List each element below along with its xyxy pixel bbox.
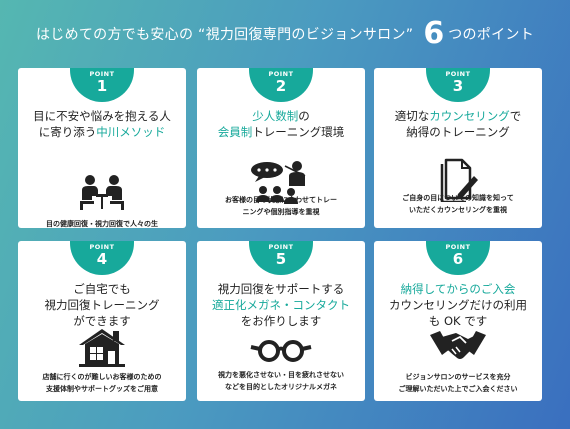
point-number: 3 bbox=[452, 77, 464, 95]
point-title-line: 少人数制の bbox=[197, 108, 365, 124]
point-title: ご自宅でも視力回復トレーニングができます bbox=[18, 281, 186, 329]
point-title-text: の bbox=[298, 109, 310, 123]
handshake-icon bbox=[428, 327, 488, 365]
point-title-line: 納得のトレーニング bbox=[374, 124, 542, 140]
point-title-text: 視力回復トレーニング bbox=[44, 298, 160, 312]
point-badge-label: POINT bbox=[268, 243, 294, 251]
point-description-line: お客様の目の状態に合わせてトレー bbox=[225, 196, 337, 204]
point-description-line: 視力を悪化させない・目を疲れさせない bbox=[218, 371, 344, 379]
point-description-line: ご理解いただいた上でご入会ください bbox=[398, 385, 518, 393]
point-number: 5 bbox=[275, 250, 287, 268]
point-title-line: カウンセリングだけの利用 bbox=[374, 297, 542, 313]
point-title-line: 納得してからのご入会 bbox=[374, 281, 542, 297]
point-title-line: 目に不安や悩みを抱える人 bbox=[18, 108, 186, 124]
point-title-line: 視力回復トレーニング bbox=[18, 297, 186, 313]
point-title-highlight: 少人数制 bbox=[252, 109, 299, 123]
presentation-group-icon bbox=[249, 160, 313, 204]
point-title-text: に寄り添う bbox=[38, 125, 97, 139]
point-description-line: 目の健康回復・視力回復で人々の生 bbox=[46, 220, 158, 228]
point-description: 店舗に行くのが難しいお客様のための支援体制やサポートグッズをご用意 bbox=[24, 371, 180, 395]
point-title-highlight: 中川メソッド bbox=[96, 125, 166, 139]
point-description-line: ご自身の目についての知識を知って bbox=[402, 194, 514, 202]
point-title-line: 視力回復をサポートする bbox=[197, 281, 365, 297]
point-description: ビジョンサロンのサービスを充分ご理解いただいた上でご入会ください bbox=[380, 371, 536, 395]
point-description-line: ニングや個別指導を重視 bbox=[242, 208, 320, 216]
point-badge-label: POINT bbox=[445, 243, 471, 251]
point-title: 少人数制の会員制トレーニング環境 bbox=[197, 108, 365, 140]
point-title-highlight: 会員制 bbox=[217, 125, 253, 139]
header-number: 6 bbox=[423, 16, 445, 51]
point-description-line: ビジョンサロンのサービスを充分 bbox=[405, 373, 511, 381]
point-title-text: ご自宅でも bbox=[73, 282, 131, 296]
point-title-text: も OK です bbox=[428, 314, 488, 328]
point-description: 視力を悪化させない・目を疲れさせないなどを目的としたオリジナルメガネ bbox=[203, 369, 359, 393]
counseling-people-icon bbox=[76, 172, 128, 212]
point-title-line: に寄り添う中川メソッド bbox=[18, 124, 186, 140]
page-header: はじめての方でも安心の “視力回復専門のビジョンサロン” 6 つのポイント bbox=[0, 14, 570, 54]
point-title-text: で bbox=[509, 109, 522, 123]
point-title: 適切なカウンセリングで納得のトレーニング bbox=[374, 108, 542, 140]
point-badge-label: POINT bbox=[89, 243, 115, 251]
document-pen-icon bbox=[438, 158, 478, 204]
point-number: 2 bbox=[275, 77, 287, 95]
point-title: 納得してからのご入会カウンセリングだけの利用も OK です bbox=[374, 281, 542, 329]
point-title-highlight: 納得してからのご入会 bbox=[400, 282, 516, 296]
header-title: はじめての方でも安心の “視力回復専門のビジョンサロン” bbox=[35, 27, 414, 43]
point-title-text: をお作りします bbox=[240, 314, 322, 328]
point-title-highlight: 適正化メガネ・コンタクト bbox=[212, 298, 350, 312]
point-description: 目の健康回復・視力回復で人々の生活が健やかであるよう中川メソッド（視力回復プログ… bbox=[24, 218, 180, 228]
point-title-line: 適正化メガネ・コンタクト bbox=[197, 297, 365, 313]
point-badge-label: POINT bbox=[89, 70, 115, 78]
header-suffix: つのポイント bbox=[448, 27, 535, 43]
point-number: 1 bbox=[96, 77, 108, 95]
point-title: 視力回復をサポートする適正化メガネ・コンタクトをお作りします bbox=[197, 281, 365, 329]
point-title-text: カウンセリングだけの利用 bbox=[389, 298, 527, 312]
point-title-text: トレーニング環境 bbox=[252, 125, 345, 139]
point-description-line: 支援体制やサポートグッズをご用意 bbox=[46, 385, 158, 393]
point-title-text: 適切な bbox=[394, 109, 430, 123]
glasses-icon bbox=[249, 337, 313, 363]
point-title: 目に不安や悩みを抱える人に寄り添う中川メソッド bbox=[18, 108, 186, 140]
point-number: 6 bbox=[452, 250, 464, 268]
point-description-line: 店舗に行くのが難しいお客様のための bbox=[42, 373, 162, 381]
point-number: 4 bbox=[96, 250, 108, 268]
point-title-line: ができます bbox=[18, 313, 186, 329]
point-description-line: いただくカウンセリングを重視 bbox=[409, 206, 507, 214]
point-description: ご自身の目についての知識を知っていただくカウンセリングを重視 bbox=[380, 192, 536, 216]
point-title-text: 視力回復をサポートする bbox=[217, 282, 345, 296]
point-badge-label: POINT bbox=[445, 70, 471, 78]
point-title-line: 適切なカウンセリングで bbox=[374, 108, 542, 124]
point-description-line: などを目的としたオリジナルメガネ bbox=[225, 383, 337, 391]
house-icon bbox=[77, 327, 127, 367]
point-description: お客様の目の状態に合わせてトレーニングや個別指導を重視 bbox=[203, 194, 359, 218]
point-title-text: 目に不安や悩みを抱える人 bbox=[33, 109, 171, 123]
point-title-text: ができます bbox=[73, 314, 131, 328]
point-title-highlight: カウンセリング bbox=[429, 109, 510, 123]
point-badge-label: POINT bbox=[268, 70, 294, 78]
point-title-line: をお作りします bbox=[197, 313, 365, 329]
point-title-line: も OK です bbox=[374, 313, 542, 329]
point-title-line: 会員制トレーニング環境 bbox=[197, 124, 365, 140]
point-title-text: 納得のトレーニング bbox=[406, 125, 510, 139]
point-title-line: ご自宅でも bbox=[18, 281, 186, 297]
